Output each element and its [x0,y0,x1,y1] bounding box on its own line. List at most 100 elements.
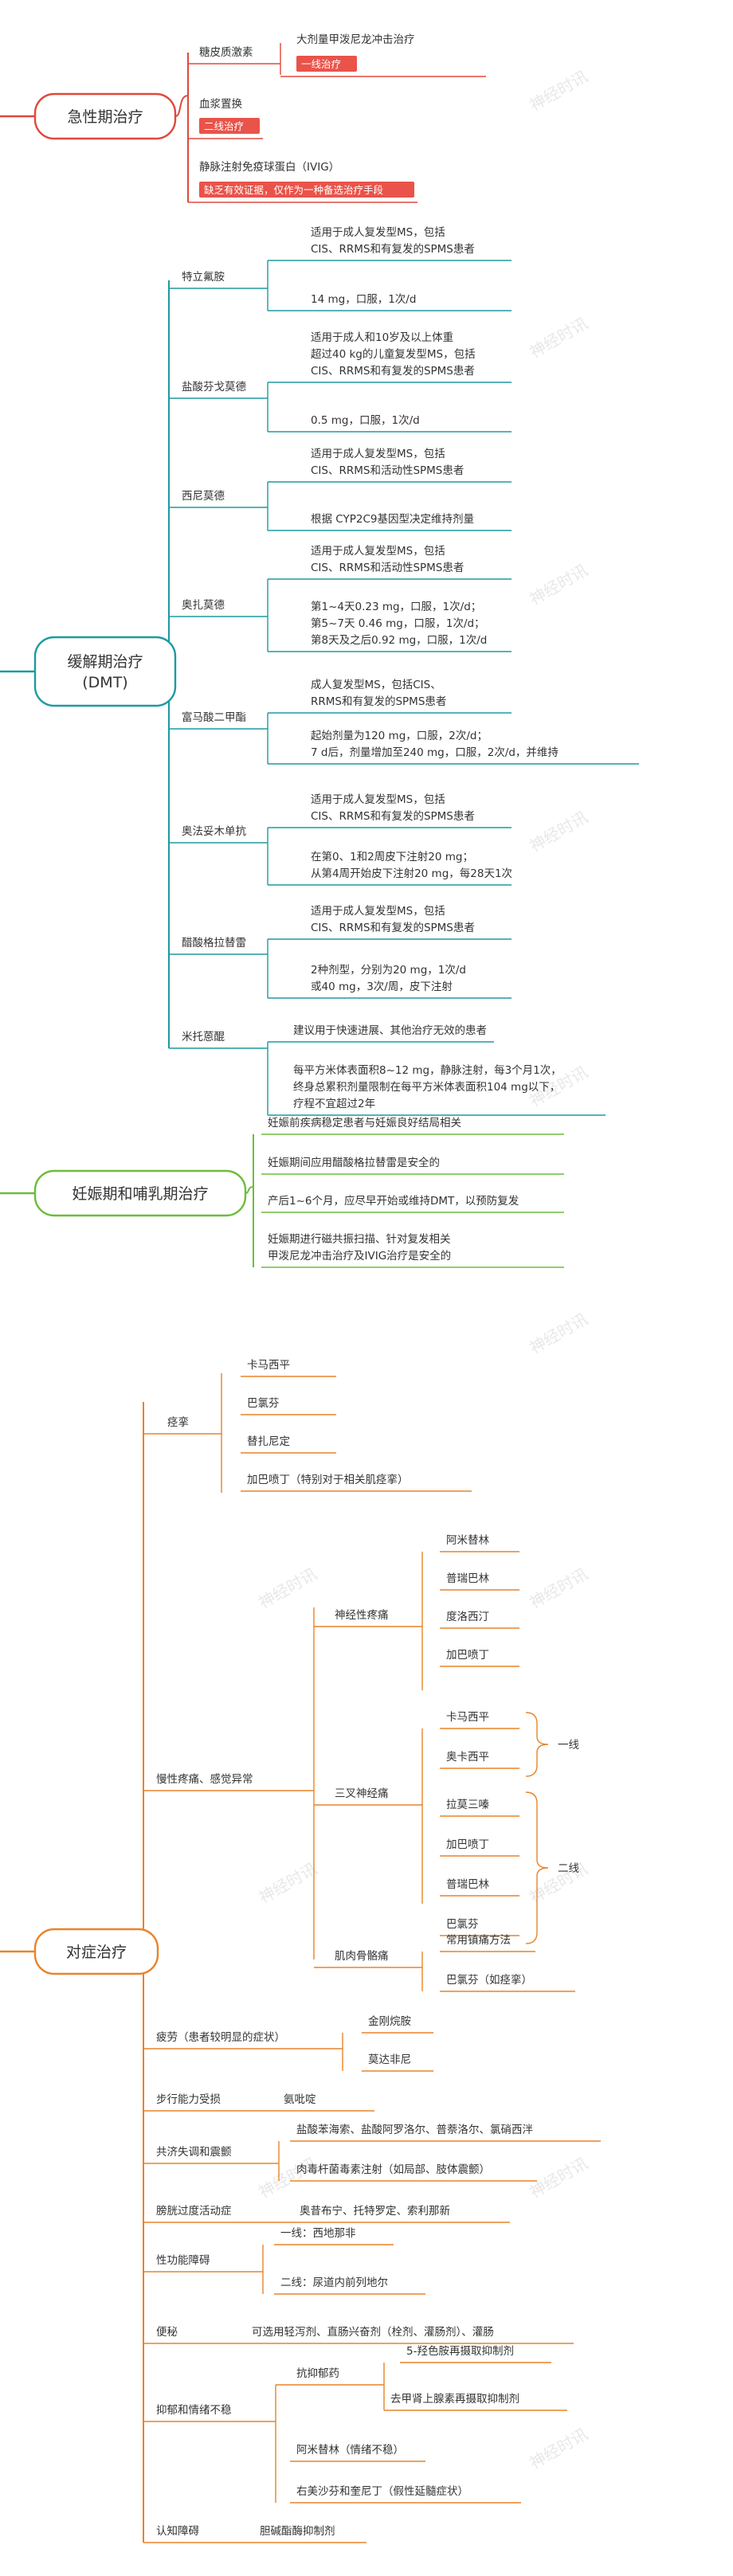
watermark-text: 神经时讯 [527,1564,591,1613]
group-label: 一线 [558,1739,579,1752]
node-label: 卡马西平 [247,1359,290,1372]
node-label: 阿米替林 [446,1534,489,1547]
group-brace [525,1791,549,1944]
node-label: 奥扎莫德 [182,598,225,612]
root-topic-subtitle: (DMT) [82,674,127,691]
node-text: CIS、RRMS和有复发的SPMS患者 [311,364,475,378]
node-label: 奥昔布宁、托特罗定、索利那新 [300,2204,450,2218]
node-text: 产后1~6个月，应尽早开始或维持DMT，以预防复发 [268,1194,519,1208]
root-topic-title: 妊娠期和哺乳期治疗 [72,1185,208,1203]
root-topic-box [33,92,177,140]
node-text: 第1~4天0.23 mg，口服，1次/d； [311,600,481,613]
node-label: 加巴喷丁（特别对于相关肌痉挛） [247,1473,409,1486]
watermark-text: 神经时讯 [256,1859,320,1908]
tag-badge: 二线治疗 [199,118,260,134]
watermark-text: 神经时讯 [527,2425,591,2473]
node-text: 第8天及之后0.92 mg，口服，1次/d [311,633,487,647]
node-label: 拉莫三嗪 [446,1799,489,1811]
node-label: 抑郁和情绪不稳 [156,2404,232,2417]
node-label: 步行能力受损 [156,2093,221,2106]
node-text: 甲泼尼龙冲击治疗及IVIG治疗是安全的 [268,1249,451,1263]
node-text: 或40 mg，3次/周，皮下注射 [311,981,453,993]
node-label: 阿米替林（情绪不稳） [296,2444,404,2457]
root-topic-box [33,636,177,707]
node-label: 糖皮质激素 [199,46,253,59]
node-text: 在第0、1和2周皮下注射20 mg； [311,850,473,863]
node-text: 第5~7天 0.46 mg，口服，1次/d； [311,617,485,630]
node-label: 巴氯芬 [247,1397,280,1410]
node-text: 0.5 mg，口服，1次/d [311,414,420,427]
node-label: 莫达非尼 [368,2053,411,2066]
node-label: 慢性疼痛、感觉异常 [156,1772,253,1786]
node-label: 血浆置换 [199,98,242,111]
node-label: 一线：西地那非 [280,2227,356,2240]
node-label: 盐酸苯海索、盐酸阿罗洛尔、普萘洛尔、氯硝西泮 [296,2124,533,2136]
node-text: 终身总累积剂量限制在每平方米体表面积104 mg以下， [293,1081,560,1094]
root-topic-title: 急性期治疗 [67,108,143,126]
root-topic: 妊娠期和哺乳期治疗 [33,1169,247,1217]
node-label: 肉毒杆菌毒素注射（如局部、肢体震颤） [296,2163,490,2176]
node-label: 二线：尿道内前列地尔 [280,2276,388,2289]
node-label: 性功能障碍 [156,2254,210,2267]
node-label: 可选用轻泻剂、直肠兴奋剂（栓剂、灌肠剂）、灌肠 [252,2326,494,2339]
node-text: 适用于成人复发型MS，包括 [311,544,445,558]
node-label: 特立氟胺 [182,271,225,284]
tag-label: 二线治疗 [204,120,244,132]
node-label: 三叉神经痛 [335,1787,389,1800]
group-label: 二线 [558,1862,579,1875]
watermark-text: 神经时讯 [527,1310,591,1358]
node-text: 适用于成人复发型MS，包括 [311,793,445,806]
node-text: 建议用于快速进展、其他治疗无效的患者 [293,1024,487,1037]
node-text: 适用于成人复发型MS，包括 [311,904,445,918]
tag-label: 一线治疗 [301,58,341,70]
node-label: 肌肉骨骼痛 [335,1949,389,1963]
node-label: 静脉注射免疫球蛋白（IVIG） [199,161,339,174]
node-label: 痉挛 [167,1415,189,1429]
node-label: 普瑞巴林 [446,1878,489,1891]
node-label: 氨吡啶 [284,2093,316,2106]
node-text: 适用于成人复发型MS，包括 [311,447,445,460]
node-label: 巴氯芬 [446,1918,479,1931]
node-label: 常用镇痛方法 [446,1933,511,1947]
root-topic-box [33,1928,159,1975]
node-label: 奥卡西平 [446,1750,489,1764]
node-text: CIS、RRMS和有复发的SPMS患者 [311,809,475,823]
node-label: 神经性疼痛 [335,1608,389,1622]
node-label: 右美沙芬和奎尼丁（假性延髓症状） [296,2485,468,2498]
node-text: 疗程不宜超过2年 [293,1098,375,1110]
watermark-text: 神经时讯 [527,808,591,856]
node-label: 去甲肾上腺素再摄取抑制剂 [390,2393,519,2406]
watermark-text: 神经时讯 [527,561,591,609]
node-text: CIS、RRMS和活动性SPMS患者 [311,464,464,477]
node-text: CIS、RRMS和活动性SPMS患者 [311,562,464,574]
connector [174,95,189,117]
node-text: 超过40 kg的儿童复发型MS，包括 [311,347,476,361]
node-label: 米托蒽醌 [182,1031,225,1043]
node-label: 大剂量甲泼尼龙冲击治疗 [296,33,415,46]
tag-background [199,182,414,198]
node-label: 盐酸芬戈莫德 [182,381,246,393]
node-label: 普瑞巴林 [446,1572,489,1585]
tag-background [199,118,260,134]
root-topic: 对症治疗 [33,1928,159,1975]
node-label: 抗抑郁药 [296,2367,339,2380]
node-label: 5-羟色胺再摄取抑制剂 [406,2344,514,2358]
node-label: 认知障碍 [156,2524,199,2538]
tag-badge: 一线治疗 [296,56,357,72]
watermark-text: 神经时讯 [527,67,591,115]
node-layer: 急性期治疗 糖皮质激素 大剂量甲泼尼龙冲击治疗一线治疗血浆置换二线治疗静脉注射免疫球… [33,33,579,2538]
connector [245,1186,254,1194]
node-text: 起始剂量为120 mg，口服，2次/d； [311,730,488,742]
node-text: 从第4周开始皮下注射20 mg，每28天1次 [311,867,512,880]
node-text: 7 d后，剂量增加至240 mg，口服，2次/d，并维持 [311,746,559,759]
node-text: 14 mg，口服，1次/d [311,293,416,306]
node-label: 奥法妥木单抗 [182,824,246,838]
node-text: CIS、RRMS和有复发的SPMS患者 [311,242,475,256]
tag-badge: 缺乏有效证据，仅作为一种备选治疗手段 [199,182,414,198]
tag-label: 缺乏有效证据，仅作为一种备选治疗手段 [204,184,383,196]
node-text: 妊娠期间应用醋酸格拉替雷是安全的 [268,1156,440,1169]
node-text: 适用于成人复发型MS，包括 [311,225,445,239]
node-label: 度洛西汀 [446,1611,489,1623]
connector-layer [0,43,639,2543]
root-topic-title: 对症治疗 [66,1944,127,1961]
